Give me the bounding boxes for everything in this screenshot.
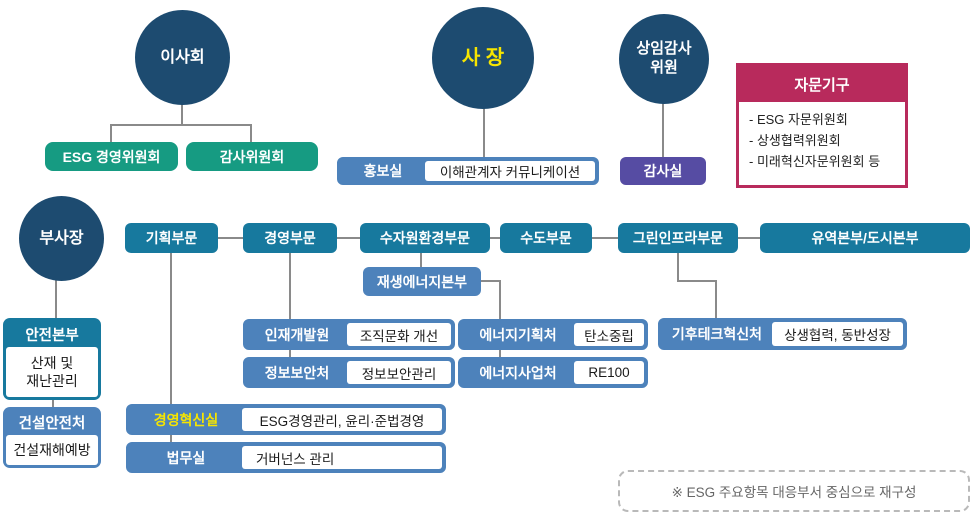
advisory-title: 자문기구 [739,66,905,102]
board-label: 이사회 [160,48,205,66]
connector-auditor-office [662,103,664,157]
legal-office-box: 법무실 거버넌스 관리 [126,442,446,473]
pr-office-desc: 이해관계자 커뮤니케이션 [425,161,595,181]
president-label: 사 장 [461,46,505,69]
climate-tech-box: 기후테크혁신처 상생협력, 동반성장 [658,318,907,350]
connector-president-pr [483,107,485,157]
advisory-panel: 자문기구 - ESG 자문위원회 - 상생협력위원회 - 미래혁신자문위원회 등 [736,63,908,188]
division-water-environment-label: 수자원환경부문 [379,230,471,246]
energy-business-desc: RE100 [574,361,644,384]
division-basin-city-hq: 유역본부/도시본부 [760,223,970,253]
audit-committee-label: 감사위원회 [219,148,285,165]
management-innovation-label: 경영혁신실 [153,411,219,428]
connector-management-down [289,252,291,358]
energy-planning-box: 에너지기획처 탄소중립 [458,319,648,350]
board-circle: 이사회 [135,10,230,105]
division-planning-label: 기획부문 [145,230,198,246]
esg-management-committee-label: ESG 경영위원회 [62,148,161,165]
climate-tech-desc: 상생협력, 동반성장 [772,322,903,346]
construction-safety-box: 건설안전처 건설재해예방 [3,407,101,468]
energy-planning-desc: 탄소중립 [574,323,644,346]
info-security-desc: 정보보안관리 [347,361,451,384]
advisory-item: - ESG 자문위원회 [749,112,848,127]
management-innovation-box: 경영혁신실 ESG경영관리, 윤리·준법경영 [126,404,446,435]
audit-office-label: 감사실 [643,163,683,179]
energy-business-box: 에너지사업처 RE100 [458,357,648,388]
connector-board-branch [110,124,252,126]
renewable-energy-hq-label: 재생에너지본부 [376,273,468,290]
vice-president-circle: 부사장 [19,196,104,281]
advisory-items: - ESG 자문위원회 - 상생협력위원회 - 미래혁신자문위원회 등 [739,102,905,172]
connector-safety-construction [52,399,54,408]
safety-hq-desc: 산재 및 재난관리 [6,347,98,397]
energy-business-label: 에너지사업처 [479,364,557,381]
hr-development-box: 인재개발원 조직문화 개선 [243,319,455,350]
connector-esg-committee [110,124,112,142]
connector-vp-safety [55,279,57,319]
esg-management-committee-box: ESG 경영위원회 [45,142,178,171]
advisory-item: - 상생협력위원회 [749,132,841,148]
division-green-infra-label: 그린인프라부문 [632,230,724,246]
footnote-box: ※ ESG 주요항목 대응부서 중심으로 재구성 [618,470,970,512]
vice-president-label: 부사장 [39,229,84,247]
info-security-box: 정보보안처 정보보안관리 [243,357,455,388]
hr-development-label: 인재개발원 [264,326,330,343]
info-security-label: 정보보안처 [264,364,330,381]
hr-development-desc: 조직문화 개선 [347,323,451,346]
renewable-energy-hq-box: 재생에너지본부 [363,267,481,296]
construction-safety-label: 건설안전처 [18,416,86,432]
division-management: 경영부문 [243,223,337,253]
energy-planning-label: 에너지기획처 [479,326,557,343]
connector-greeninfra-down [677,252,679,282]
construction-safety-desc: 건설재해예방 [6,435,98,465]
standing-auditor-circle: 상임감사 위원 [619,14,709,104]
audit-office-box: 감사실 [620,157,706,185]
climate-tech-label: 기후테크혁신처 [671,326,763,342]
connector-audit-committee [250,124,252,142]
division-planning: 기획부문 [125,223,218,253]
connector-waterenv-renewable [420,252,422,268]
audit-committee-box: 감사위원회 [186,142,318,171]
legal-office-label: 법무실 [166,449,206,466]
division-basin-city-hq-label: 유역본부/도시본부 [811,230,919,246]
legal-office-desc: 거버넌스 관리 [242,446,442,469]
connector-greeninfra-elbow-v [715,280,717,318]
management-innovation-desc: ESG경영관리, 윤리·준법경영 [242,408,442,431]
connector-greeninfra-elbow-h [677,280,717,282]
safety-hq-box: 안전본부 산재 및 재난관리 [3,318,101,400]
division-water-environment: 수자원환경부문 [360,223,490,253]
division-management-label: 경영부문 [264,230,316,246]
pr-office-box: 홍보실 이해관계자 커뮤니케이션 [337,157,599,185]
connector-renewable-elbow-h [481,280,501,282]
division-waterworks-label: 수도부문 [520,230,572,246]
division-green-infra: 그린인프라부문 [618,223,738,253]
standing-auditor-label: 상임감사 위원 [636,40,692,76]
footnote-text: ※ ESG 주요항목 대응부서 중심으로 재구성 [671,485,917,500]
president-circle: 사 장 [432,7,534,109]
connector-board-down [181,103,183,125]
advisory-item: - 미래혁신자문위원회 등 [749,153,881,169]
division-waterworks: 수도부문 [500,223,592,253]
connector-planning-down [170,252,172,444]
pr-office-label: 홍보실 [363,163,403,179]
safety-hq-label: 안전본부 [25,327,79,344]
